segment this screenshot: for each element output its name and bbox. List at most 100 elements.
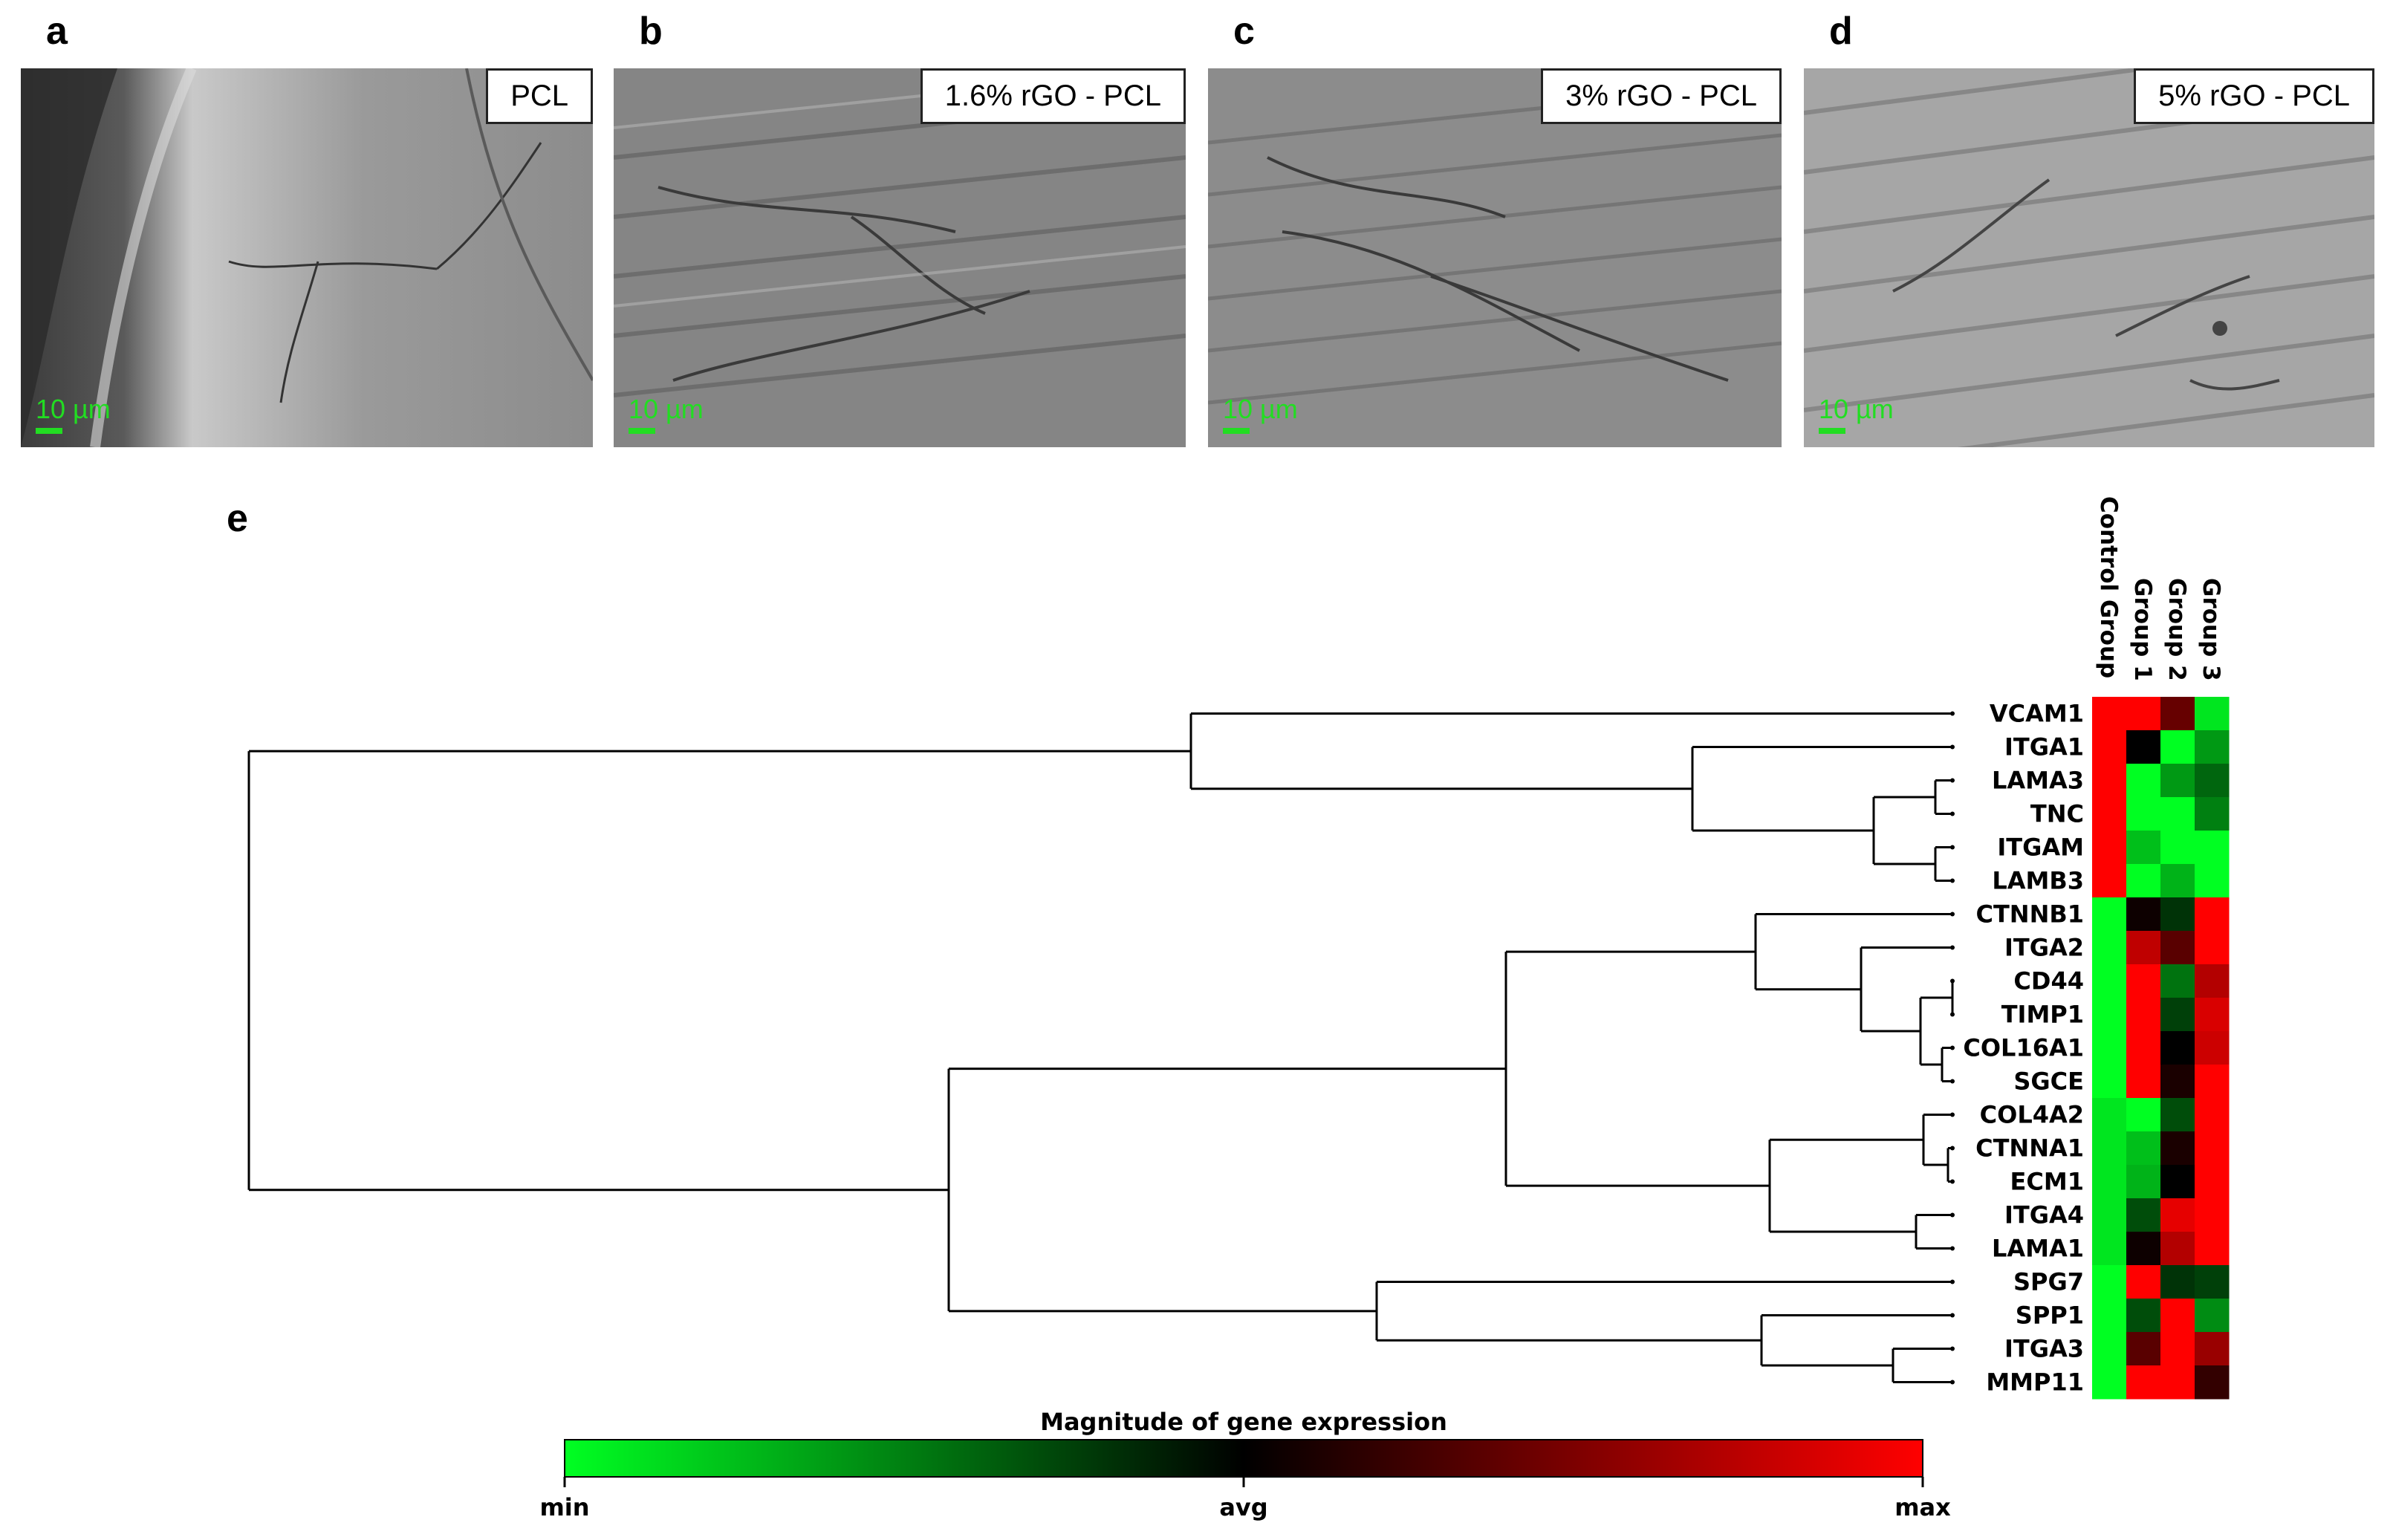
heatmap-cell xyxy=(2126,1165,2161,1199)
panel-letter-a: a xyxy=(46,10,68,53)
leaf-dot xyxy=(1950,978,1955,984)
heatmap-cell xyxy=(2092,1165,2127,1199)
heatmap-cell xyxy=(2195,697,2230,731)
heatmap-cell xyxy=(2126,831,2161,865)
leaf-dot xyxy=(1950,1079,1955,1084)
heatmap-cell xyxy=(2092,697,2127,731)
panel-letter-c: c xyxy=(1233,10,1255,53)
heatmap-cell xyxy=(2092,1365,2127,1400)
heatmap-cell xyxy=(2160,1098,2195,1132)
leaf-dot xyxy=(1950,1146,1955,1151)
heatmap-cell xyxy=(2126,964,2161,998)
heatmap-cell xyxy=(2126,1131,2161,1166)
leaf-dot xyxy=(1950,945,1955,950)
leaf-dot xyxy=(1950,1179,1955,1184)
heatmap-cell xyxy=(2160,931,2195,965)
heatmap-cell xyxy=(2126,1065,2161,1099)
heatmap-cell xyxy=(2195,797,2230,831)
dendrogram xyxy=(247,712,1954,1383)
gene-label: COL16A1 xyxy=(1963,1034,2084,1062)
sem-texture-b xyxy=(614,68,1186,447)
heatmap-cell xyxy=(2195,1131,2230,1166)
gene-label: SPG7 xyxy=(2013,1268,2084,1296)
heatmap-cell xyxy=(2195,1332,2230,1366)
heatmap-cell xyxy=(2092,797,2127,831)
heatmap-cell xyxy=(2126,1098,2161,1132)
panel-letter-e: e xyxy=(227,497,248,540)
leaf-dot xyxy=(1950,912,1955,917)
heatmap-cell xyxy=(2092,1065,2127,1099)
gene-label: LAMA1 xyxy=(1992,1235,2084,1263)
heatmap-cell xyxy=(2195,998,2230,1032)
heatmap-cell xyxy=(2126,931,2161,965)
gene-label: COL4A2 xyxy=(1980,1101,2084,1129)
heatmap-cell xyxy=(2195,897,2230,932)
heatmap-cell xyxy=(2160,797,2195,831)
colorbar-min-label: min xyxy=(539,1493,589,1521)
heatmap-cell xyxy=(2092,1232,2127,1266)
heatmap-cell xyxy=(2126,1332,2161,1366)
scale-bar-d xyxy=(1819,428,1845,434)
heatmap-cell xyxy=(2160,897,2195,932)
gene-label: ITGAM xyxy=(1997,834,2084,862)
heatmap-cell xyxy=(2160,730,2195,764)
panel-letter-d: d xyxy=(1829,10,1853,53)
gene-label: TNC xyxy=(2030,800,2084,828)
sem-label-5-rgo-pcl: 5% rGO - PCL xyxy=(2134,68,2374,124)
heatmap-cell xyxy=(2092,1198,2127,1232)
heatmap-cell xyxy=(2195,1365,2230,1400)
gene-label: CTNNA1 xyxy=(1975,1134,2084,1163)
heatmap-cell xyxy=(2195,1299,2230,1333)
colorbar-gradient xyxy=(564,1439,1923,1478)
gene-label: LAMB3 xyxy=(1992,867,2084,895)
heatmap-cell xyxy=(2160,1131,2195,1166)
leaf-dot xyxy=(1950,1346,1955,1351)
sem-texture-c xyxy=(1208,68,1782,447)
heatmap-cell xyxy=(2195,730,2230,764)
leaf-dot xyxy=(1950,1112,1955,1117)
heatmap-cell xyxy=(2126,864,2161,898)
gene-label: SGCE xyxy=(2013,1068,2084,1096)
gene-label: TIMP1 xyxy=(2001,1001,2084,1029)
heatmap-cell xyxy=(2126,897,2161,932)
heatmap-cell xyxy=(2126,1198,2161,1232)
scale-bar-c xyxy=(1223,428,1250,434)
heatmap-cell xyxy=(2092,764,2127,798)
heatmap-cell xyxy=(2195,1031,2230,1065)
heatmap-cell xyxy=(2092,964,2127,998)
heatmap-cell xyxy=(2195,1165,2230,1199)
gene-label: ECM1 xyxy=(2010,1168,2084,1196)
heatmap-cell xyxy=(2126,998,2161,1032)
heatmap-cell xyxy=(2126,1232,2161,1266)
sem-image-1-6-rgo-pcl: 1.6% rGO - PCL 10 µm xyxy=(614,68,1186,447)
gene-label: SPP1 xyxy=(2016,1302,2084,1330)
gene-label: ITGA3 xyxy=(2004,1335,2084,1363)
heatmap-cell xyxy=(2160,697,2195,731)
heatmap-cell xyxy=(2195,864,2230,898)
heatmap-cell xyxy=(2160,764,2195,798)
heatmap-cell xyxy=(2092,998,2127,1032)
heatmap-cell xyxy=(2160,1332,2195,1366)
heatmap-cell xyxy=(2126,730,2161,764)
leaf-dot xyxy=(1950,1246,1955,1251)
group-label: Control Group xyxy=(2095,496,2122,678)
heatmap-cell xyxy=(2092,730,2127,764)
heatmap-cell xyxy=(2126,1031,2161,1065)
sem-texture-d xyxy=(1804,68,2374,447)
heatmap-cell xyxy=(2160,864,2195,898)
heatmap-cell xyxy=(2195,1265,2230,1299)
heatmap-cells xyxy=(2092,697,2230,1400)
heatmap-cell xyxy=(2092,1098,2127,1132)
heatmap-cell xyxy=(2195,1098,2230,1132)
heatmap-cell xyxy=(2195,964,2230,998)
leaf-dot xyxy=(1950,878,1955,883)
leaf-dot xyxy=(1950,711,1955,716)
heatmap-cell xyxy=(2092,864,2127,898)
sem-image-3-rgo-pcl: 3% rGO - PCL 10 µm xyxy=(1208,68,1782,447)
heatmap-cell xyxy=(2160,831,2195,865)
leaf-dot xyxy=(1950,1313,1955,1318)
heatmap-cell xyxy=(2195,764,2230,798)
heatmap-cell xyxy=(2092,1299,2127,1333)
heatmap-cell xyxy=(2195,831,2230,865)
